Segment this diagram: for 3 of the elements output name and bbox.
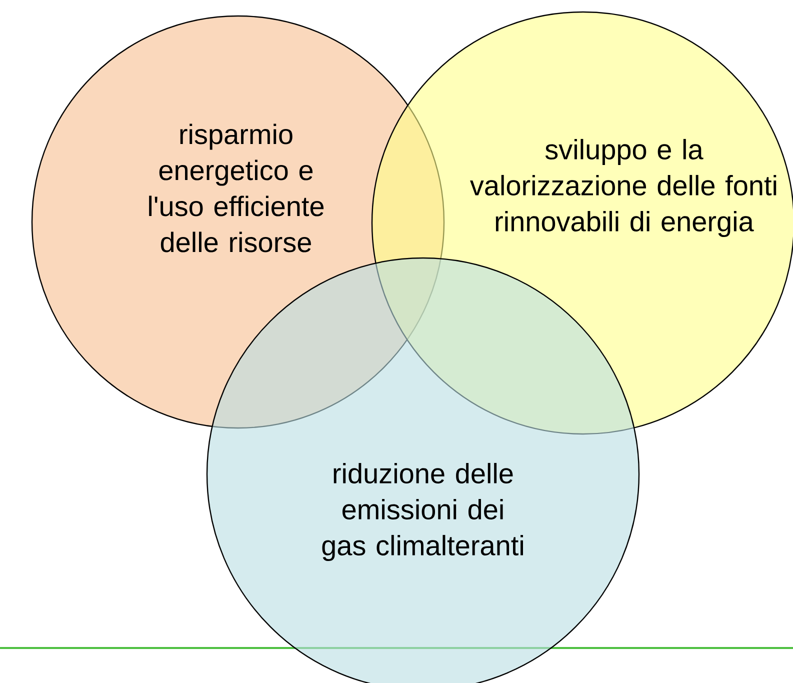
circle-text: riduzione delle emissioni dei gas climalteranti bbox=[322, 462, 523, 562]
circle-text: sviluppo e la valorizzazione delle fonti rinnovabili di energia bbox=[470, 138, 776, 238]
circle-text: risparmio energetico e l'uso efficiente delle risorse bbox=[149, 124, 324, 252]
